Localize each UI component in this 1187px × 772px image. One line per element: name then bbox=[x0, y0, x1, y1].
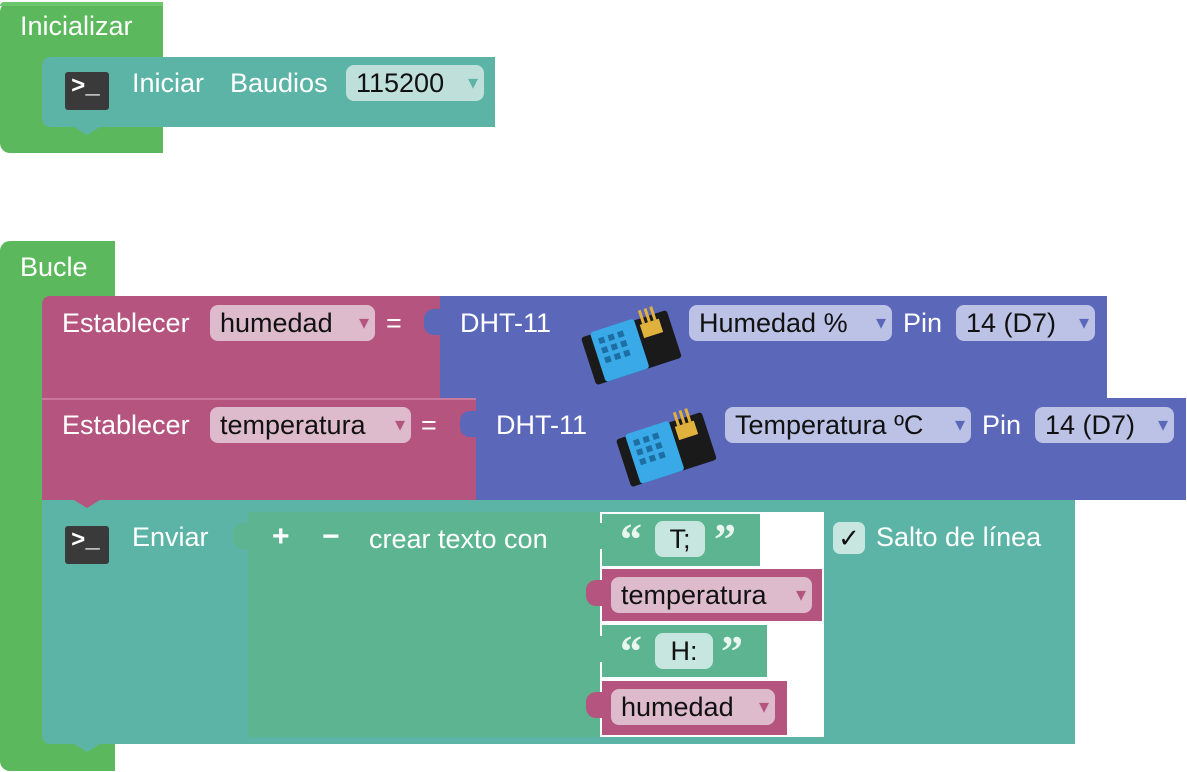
equals-sign: = bbox=[386, 308, 402, 338]
terminal-icon: >_ bbox=[65, 72, 109, 110]
temperature-pin-value: 14 (D7) bbox=[1045, 410, 1136, 440]
temperature-pin-dropdown[interactable]: 14 (D7) ▾ bbox=[1035, 407, 1174, 443]
newline-label: Salto de línea bbox=[876, 522, 1042, 552]
temperature-pin-label: Pin bbox=[982, 410, 1022, 440]
init-block-title: Inicializar bbox=[20, 11, 133, 41]
dropdown-arrow-icon: ▾ bbox=[758, 696, 769, 718]
temperature-measure-value: Temperatura ºC bbox=[735, 410, 924, 440]
open-quote-icon: “ bbox=[620, 515, 642, 564]
humidity-item-dropdown[interactable]: humedad ▾ bbox=[611, 689, 775, 725]
temperature-variable-value: temperatura bbox=[220, 410, 366, 440]
loop-block-title: Bucle bbox=[20, 252, 88, 282]
humidity-pin-label: Pin bbox=[903, 308, 943, 338]
temperature-item-dropdown[interactable]: temperatura ▾ bbox=[611, 577, 812, 613]
dropdown-arrow-icon: ▾ bbox=[358, 312, 369, 334]
dropdown-arrow-icon: ▾ bbox=[1078, 312, 1089, 334]
block-connector-notch bbox=[74, 744, 100, 752]
dht11-temperature-sensor-label: DHT-11 bbox=[496, 410, 588, 440]
add-item-button[interactable]: + bbox=[272, 520, 290, 553]
create-text-label: crear texto con bbox=[369, 524, 548, 554]
dropdown-arrow-icon: ▾ bbox=[467, 72, 478, 94]
equals-sign: = bbox=[421, 410, 437, 440]
humidity-pin-value: 14 (D7) bbox=[966, 308, 1057, 338]
text-h-field[interactable]: H: bbox=[655, 633, 713, 669]
temperature-variable-dropdown[interactable]: temperatura ▾ bbox=[210, 407, 411, 443]
set-temperature-label: Establecer bbox=[62, 410, 190, 440]
close-quote-icon: ” bbox=[714, 515, 736, 564]
set-humidity-label: Establecer bbox=[62, 308, 190, 338]
baud-label: Baudios bbox=[230, 68, 328, 98]
temperature-measure-dropdown[interactable]: Temperatura ºC ▾ bbox=[725, 407, 971, 443]
init-block-highlight bbox=[0, 2, 163, 6]
text-t-field[interactable]: T; bbox=[655, 521, 705, 557]
baud-rate-dropdown[interactable]: 115200 ▾ bbox=[346, 65, 484, 101]
dropdown-arrow-icon: ▾ bbox=[1157, 414, 1168, 436]
humidity-variable-value: humedad bbox=[220, 308, 333, 338]
serial-begin-label: Iniciar bbox=[132, 68, 205, 98]
serial-print-label: Enviar bbox=[132, 522, 209, 552]
humidity-item-value: humedad bbox=[621, 692, 734, 722]
remove-item-button[interactable]: − bbox=[322, 520, 340, 553]
block-connector-notch bbox=[74, 500, 100, 508]
block-divider bbox=[42, 398, 478, 400]
input-connector-notch bbox=[424, 309, 442, 335]
close-quote-icon: ” bbox=[721, 627, 743, 676]
input-connector-notch bbox=[586, 580, 603, 606]
dht11-sensor-icon bbox=[616, 408, 717, 487]
block-connector-notch bbox=[74, 127, 100, 135]
input-connector-notch bbox=[586, 692, 603, 718]
humidity-measure-value: Humedad % bbox=[699, 308, 848, 338]
humidity-pin-dropdown[interactable]: 14 (D7) ▾ bbox=[956, 305, 1095, 341]
dropdown-arrow-icon: ▾ bbox=[394, 414, 405, 436]
baud-rate-value: 115200 bbox=[356, 68, 445, 98]
newline-checkbox[interactable]: ✓ bbox=[833, 522, 865, 554]
dropdown-arrow-icon: ▾ bbox=[875, 312, 886, 334]
temperature-item-value: temperatura bbox=[621, 580, 767, 610]
open-quote-icon: “ bbox=[620, 627, 642, 676]
input-connector-notch bbox=[233, 523, 250, 549]
humidity-variable-dropdown[interactable]: humedad ▾ bbox=[210, 305, 375, 341]
terminal-icon: >_ bbox=[65, 526, 109, 564]
dht11-humidity-sensor-label: DHT-11 bbox=[460, 308, 552, 338]
dropdown-arrow-icon: ▾ bbox=[795, 584, 806, 606]
input-connector-notch bbox=[586, 636, 603, 662]
humidity-measure-dropdown[interactable]: Humedad % ▾ bbox=[689, 305, 892, 341]
dropdown-arrow-icon: ▾ bbox=[954, 414, 965, 436]
input-connector-notch bbox=[460, 411, 478, 437]
dht11-sensor-icon bbox=[581, 306, 682, 385]
input-connector-notch bbox=[586, 523, 603, 549]
